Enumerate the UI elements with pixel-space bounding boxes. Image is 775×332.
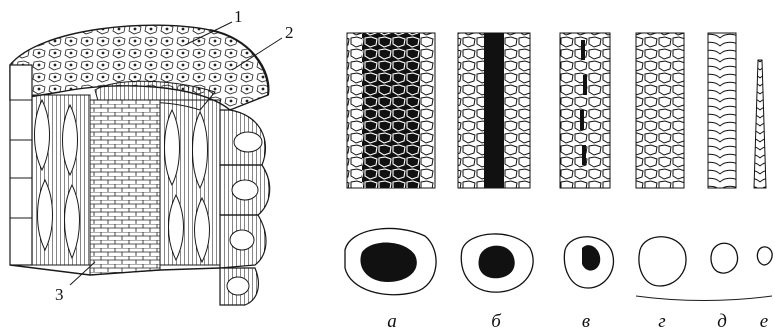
variant-b-section — [461, 234, 533, 292]
variant-label-v: в — [582, 311, 590, 332]
variant-label-b: б — [491, 311, 502, 332]
variant-d-shaft — [708, 33, 736, 188]
variant-e-section — [757, 247, 772, 265]
variant-g-section — [639, 237, 686, 286]
variant-a-shaft — [347, 33, 435, 188]
hair-cutaway-drawing — [10, 22, 282, 305]
callout-1: 1 — [234, 7, 243, 26]
variant-e-shaft — [754, 60, 766, 188]
variant-b-shaft — [458, 33, 530, 188]
callout-2: 2 — [285, 23, 294, 42]
variant-a-section — [345, 228, 436, 294]
variant-label-d: д — [717, 311, 727, 332]
variant-label-e: е — [760, 311, 768, 332]
variant-label-a: а — [387, 311, 397, 332]
variant-v-shaft — [560, 33, 610, 188]
variant-v-section — [564, 237, 613, 288]
callout-3: 3 — [55, 285, 64, 304]
variant-g-shaft — [636, 33, 684, 188]
variant-label-g: г — [658, 311, 665, 332]
variant-d-section — [711, 243, 738, 273]
group-bracket — [636, 296, 772, 301]
